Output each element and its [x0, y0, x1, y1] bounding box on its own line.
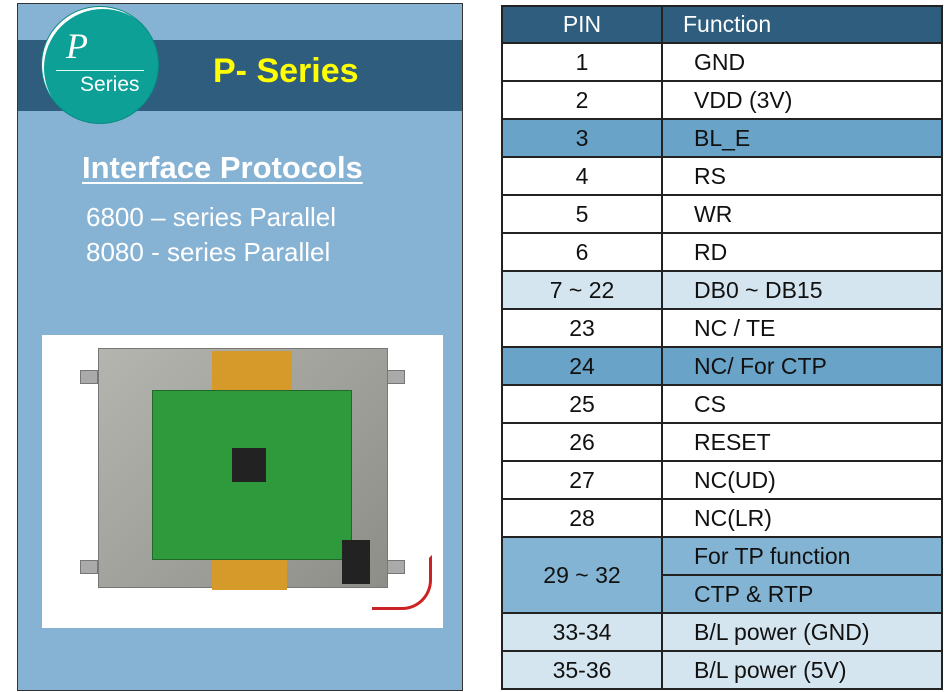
flex-cable-bottom — [212, 560, 287, 590]
table-row: CTP & RTP — [502, 574, 943, 614]
pin-cell: 28 — [501, 498, 663, 538]
function-cell: NC/ For CTP — [661, 346, 943, 386]
power-wire — [372, 555, 432, 610]
function-cell: CS — [661, 384, 943, 424]
pin-cell: 7 ~ 22 — [501, 270, 663, 310]
function-cell: GND — [661, 42, 943, 82]
pin-cell: 24 — [501, 346, 663, 386]
function-cell: WR — [661, 194, 943, 234]
header-function: Function — [661, 5, 943, 44]
pin-cell: 35-36 — [501, 650, 663, 690]
flex-cable — [212, 351, 292, 396]
controller-chip — [232, 448, 266, 482]
function-cell: RESET — [661, 422, 943, 462]
mount-tab — [387, 370, 405, 384]
mount-tab — [80, 370, 98, 384]
pin-cell: 6 — [501, 232, 663, 272]
function-cell: RD — [661, 232, 943, 272]
function-cell: NC(LR) — [661, 498, 943, 538]
function-cell: NC(UD) — [661, 460, 943, 500]
protocol-6800: 6800 – series Parallel — [86, 202, 337, 232]
function-cell: NC / TE — [661, 308, 943, 348]
header-pin: PIN — [501, 5, 663, 44]
function-cell: CTP & RTP — [661, 574, 943, 614]
logo-divider — [56, 70, 144, 71]
function-cell: DB0 ~ DB15 — [661, 270, 943, 310]
lcd-module-photo — [42, 335, 443, 628]
protocol-8080: 8080 - series Parallel — [86, 237, 331, 267]
pin-cell: 2 — [501, 80, 663, 120]
pin-cell: 33-34 — [501, 612, 663, 652]
pin-cell: 3 — [501, 118, 663, 158]
series-title: P- Series — [213, 52, 359, 90]
function-cell: RS — [661, 156, 943, 196]
function-cell: For TP function — [661, 536, 943, 576]
pin-cell: 29 ~ 32 — [501, 536, 663, 614]
pin-cell: 26 — [501, 422, 663, 462]
function-cell: B/L power (GND) — [661, 612, 943, 652]
pin-cell: 23 — [501, 308, 663, 348]
logo-word: Series — [80, 73, 140, 96]
pin-cell: 5 — [501, 194, 663, 234]
pin-cell: 4 — [501, 156, 663, 196]
function-cell: B/L power (5V) — [661, 650, 943, 690]
mount-tab — [80, 560, 98, 574]
function-cell: BL_E — [661, 118, 943, 158]
pin-cell: 27 — [501, 460, 663, 500]
pin-cell: 25 — [501, 384, 663, 424]
function-cell: VDD (3V) — [661, 80, 943, 120]
pin-cell: 1 — [501, 42, 663, 82]
logo-letter: P — [66, 26, 88, 66]
power-connector — [342, 540, 370, 584]
p-series-logo: P Series — [42, 7, 158, 123]
p-series-panel: P Series P- Series Interface Protocols 6… — [17, 3, 463, 691]
table-header-row: PIN Function — [501, 5, 943, 44]
interface-protocols-heading: Interface Protocols — [82, 150, 363, 185]
